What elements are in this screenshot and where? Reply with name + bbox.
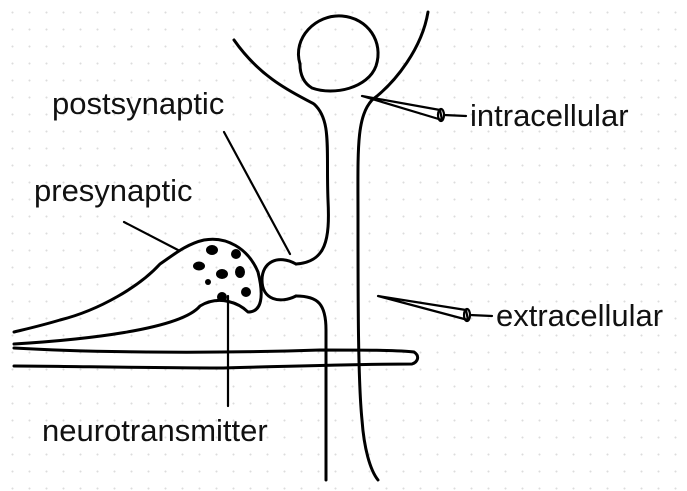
axon-lower-edge — [14, 348, 418, 368]
intracellular-label: intracellular — [470, 100, 629, 131]
postsynaptic-neuron-left-edge — [234, 40, 328, 264]
postsynaptic-pointer — [224, 132, 290, 254]
neurotransmitter-label: neurotransmitter — [42, 415, 268, 446]
postsynaptic-neuron-lower-edge — [296, 296, 326, 480]
extracellular-label: extracellular — [496, 300, 663, 331]
presynaptic-axon — [14, 239, 261, 344]
presynaptic-pointer — [124, 222, 178, 250]
presynaptic-label: presynaptic — [34, 175, 193, 206]
cell-body — [298, 16, 378, 91]
postsynaptic-spine — [262, 260, 296, 300]
postsynaptic-label: postsynaptic — [52, 88, 224, 119]
intracellular-electrode — [362, 96, 466, 121]
postsynaptic-neuron-right-edge — [358, 12, 428, 480]
extracellular-electrode — [378, 296, 492, 321]
vesicles — [193, 245, 251, 302]
